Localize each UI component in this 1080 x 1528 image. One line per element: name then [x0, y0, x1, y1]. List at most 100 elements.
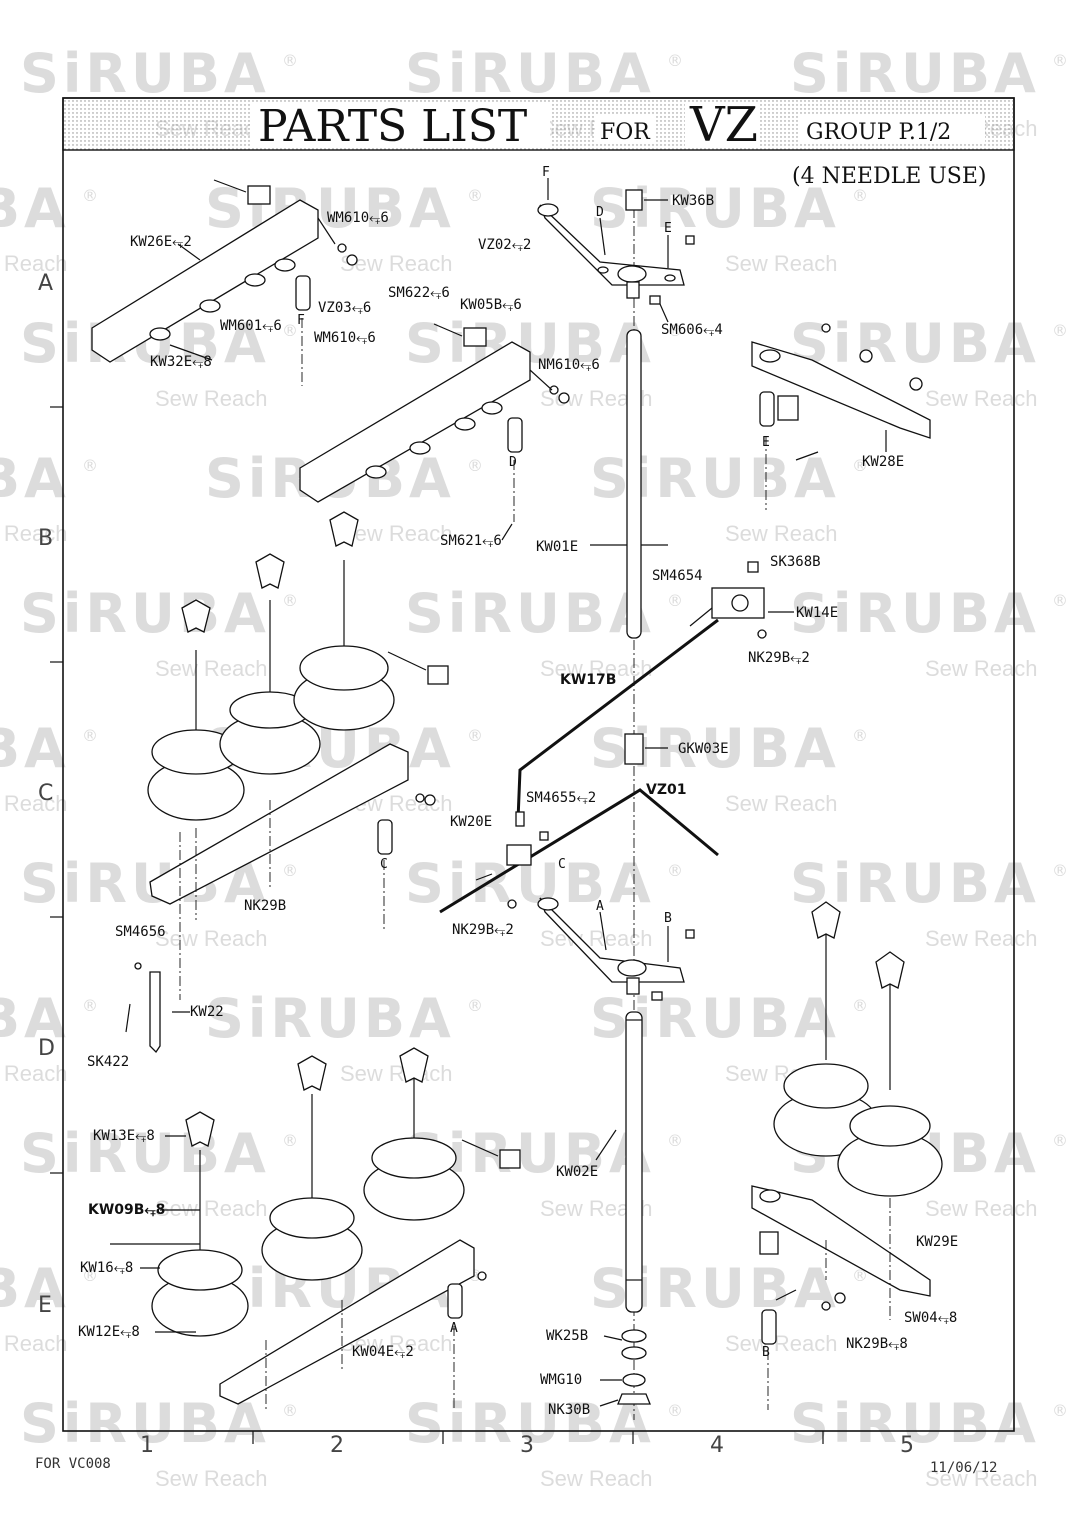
watermark-reg: ®	[82, 726, 98, 745]
column-labels: 1 2 3 4 5	[140, 1431, 914, 1458]
watermark-logo: SiRUBA	[20, 1122, 270, 1185]
title-for: FOR	[600, 120, 651, 145]
watermark-sub: Sew Reach	[0, 791, 68, 816]
watermark-reg: ®	[1052, 861, 1068, 880]
ref-d-top: D	[596, 205, 604, 220]
footer-left: FOR VC008	[35, 1456, 111, 1472]
watermark-reg: ®	[282, 1401, 298, 1420]
label-kw17b: KW17B	[560, 672, 616, 688]
watermark-logo: SiRUBA	[0, 177, 70, 240]
ref-letters: F D E F D E C C A B A B	[297, 165, 770, 1360]
label-kw22: KW22	[190, 1004, 224, 1020]
label-nk29b-8: NK29B⥆8	[846, 1336, 908, 1352]
watermark-logo: SiRUBA	[405, 582, 655, 645]
ref-e-top: E	[664, 221, 672, 236]
label-kw02e: KW02E	[556, 1164, 598, 1180]
label-wmg10: WMG10	[540, 1372, 582, 1388]
watermark-reg: ®	[1052, 321, 1068, 340]
watermark-sub: Sew Reach	[925, 1466, 1038, 1491]
label-kw13e: KW13E⥆8	[93, 1128, 155, 1144]
bar-kw26e	[91, 199, 319, 363]
thread-stand-right	[751, 901, 943, 1410]
label-kw26e: KW26E⥆2	[130, 234, 192, 250]
watermark-reg: ®	[667, 1401, 683, 1420]
title-model: VZ	[689, 97, 758, 153]
watermark-reg: ®	[667, 591, 683, 610]
watermark-reg: ®	[282, 861, 298, 880]
title-group: GROUP P.1/2	[806, 120, 951, 145]
watermark-reg: ®	[852, 456, 868, 475]
watermark-sub: Sew Reach	[155, 656, 268, 681]
label-wm601: WM601⥆6	[220, 318, 282, 334]
watermark-sub: Sew Reach	[155, 1196, 268, 1221]
col-label-2: 2	[330, 1433, 344, 1458]
pole-kw02e	[625, 1011, 643, 1313]
arm-vz02-bottom	[539, 897, 685, 983]
watermark-logo: SiRUBA	[0, 1257, 70, 1320]
watermark-reg: ®	[82, 1266, 98, 1285]
watermark-logo: SiRUBA	[20, 582, 270, 645]
row-label-a: A	[38, 271, 53, 296]
ref-c-left: C	[380, 857, 388, 872]
row-labels: A B C D E	[38, 271, 63, 1318]
rod-kw17b	[516, 618, 719, 821]
watermark-reg: ®	[82, 186, 98, 205]
watermark-reg: ®	[282, 321, 298, 340]
watermark-reg: ®	[667, 51, 683, 70]
watermark-reg: ®	[467, 726, 483, 745]
watermark-reg: ®	[467, 186, 483, 205]
thread-stand-left	[147, 511, 449, 1000]
col-label-3: 3	[520, 1433, 534, 1458]
ref-d-mid: D	[509, 455, 517, 470]
ref-c-center: C	[558, 857, 566, 872]
label-sk422: SK422	[87, 1054, 129, 1070]
watermark-reg: ®	[852, 726, 868, 745]
label-kw29e: KW29E	[916, 1234, 958, 1250]
watermark-sub: Sew Reach	[925, 386, 1038, 411]
label-vz01: VZ01	[646, 782, 686, 798]
watermark-sub: Sew Reach	[725, 791, 838, 816]
watermark-logo: SiRUBA	[790, 852, 1040, 915]
label-kw16: KW16⥆8	[80, 1260, 133, 1276]
ref-b-bottom: B	[762, 1345, 770, 1360]
watermark-sub: Sew Reach	[725, 521, 838, 546]
watermark-reg: ®	[667, 1131, 683, 1150]
label-sm621: SM621⥆6	[440, 533, 502, 549]
col-label-1: 1	[140, 1433, 154, 1458]
label-kw12e: KW12E⥆8	[78, 1324, 140, 1340]
label-nk29b-2b: NK29B⥆2	[452, 922, 514, 938]
subtitle: (4 NEEDLE USE)	[792, 164, 987, 189]
watermark-sub: Sew Reach	[155, 386, 268, 411]
label-vz03: VZ03⥆6	[318, 300, 371, 316]
label-kw32e: KW32E⥆8	[150, 354, 212, 370]
watermark-sub: Sew Reach	[0, 251, 68, 276]
watermark-reg: ®	[1052, 591, 1068, 610]
label-kw14e: KW14E	[796, 605, 838, 621]
footer-right: 11/06/12	[930, 1460, 997, 1476]
drawing	[91, 178, 943, 1420]
watermark-logo: SiRUBA	[20, 1392, 270, 1455]
watermark-reg: ®	[282, 1131, 298, 1150]
label-sm606: SM606⥆4	[661, 322, 723, 338]
watermark-reg: ®	[1052, 1131, 1068, 1150]
row-label-e: E	[38, 1293, 52, 1318]
watermark-sub: Sew Reach	[925, 656, 1038, 681]
watermark-reg: ®	[852, 186, 868, 205]
ref-f-left: F	[297, 313, 305, 328]
ref-b-center: B	[664, 911, 672, 926]
watermark-sub: Sew Reach	[725, 1331, 838, 1356]
watermark-sub: Sew Reach	[925, 926, 1038, 951]
part-labels: KW36B VZ02⥆2 SM606⥆4 WM610⥆6 KW26E⥆2 VZ0…	[78, 193, 958, 1418]
clamp-kw20e	[506, 844, 532, 866]
title-main: PARTS LIST	[258, 101, 527, 152]
watermark-sub: Sew Reach	[540, 1466, 653, 1491]
washer-wk25b-1	[621, 1329, 647, 1343]
watermark-reg: ®	[82, 456, 98, 475]
watermark-reg: ®	[282, 591, 298, 610]
label-kw01e: KW01E	[536, 539, 578, 555]
watermark-sub: Sew Reach	[340, 1061, 453, 1086]
row-label-b: B	[38, 526, 53, 551]
watermark-sub: Sew Reach	[155, 926, 268, 951]
label-kw09b: KW09B⥆8	[88, 1202, 165, 1218]
label-kw04e: KW04E⥆2	[352, 1344, 414, 1360]
